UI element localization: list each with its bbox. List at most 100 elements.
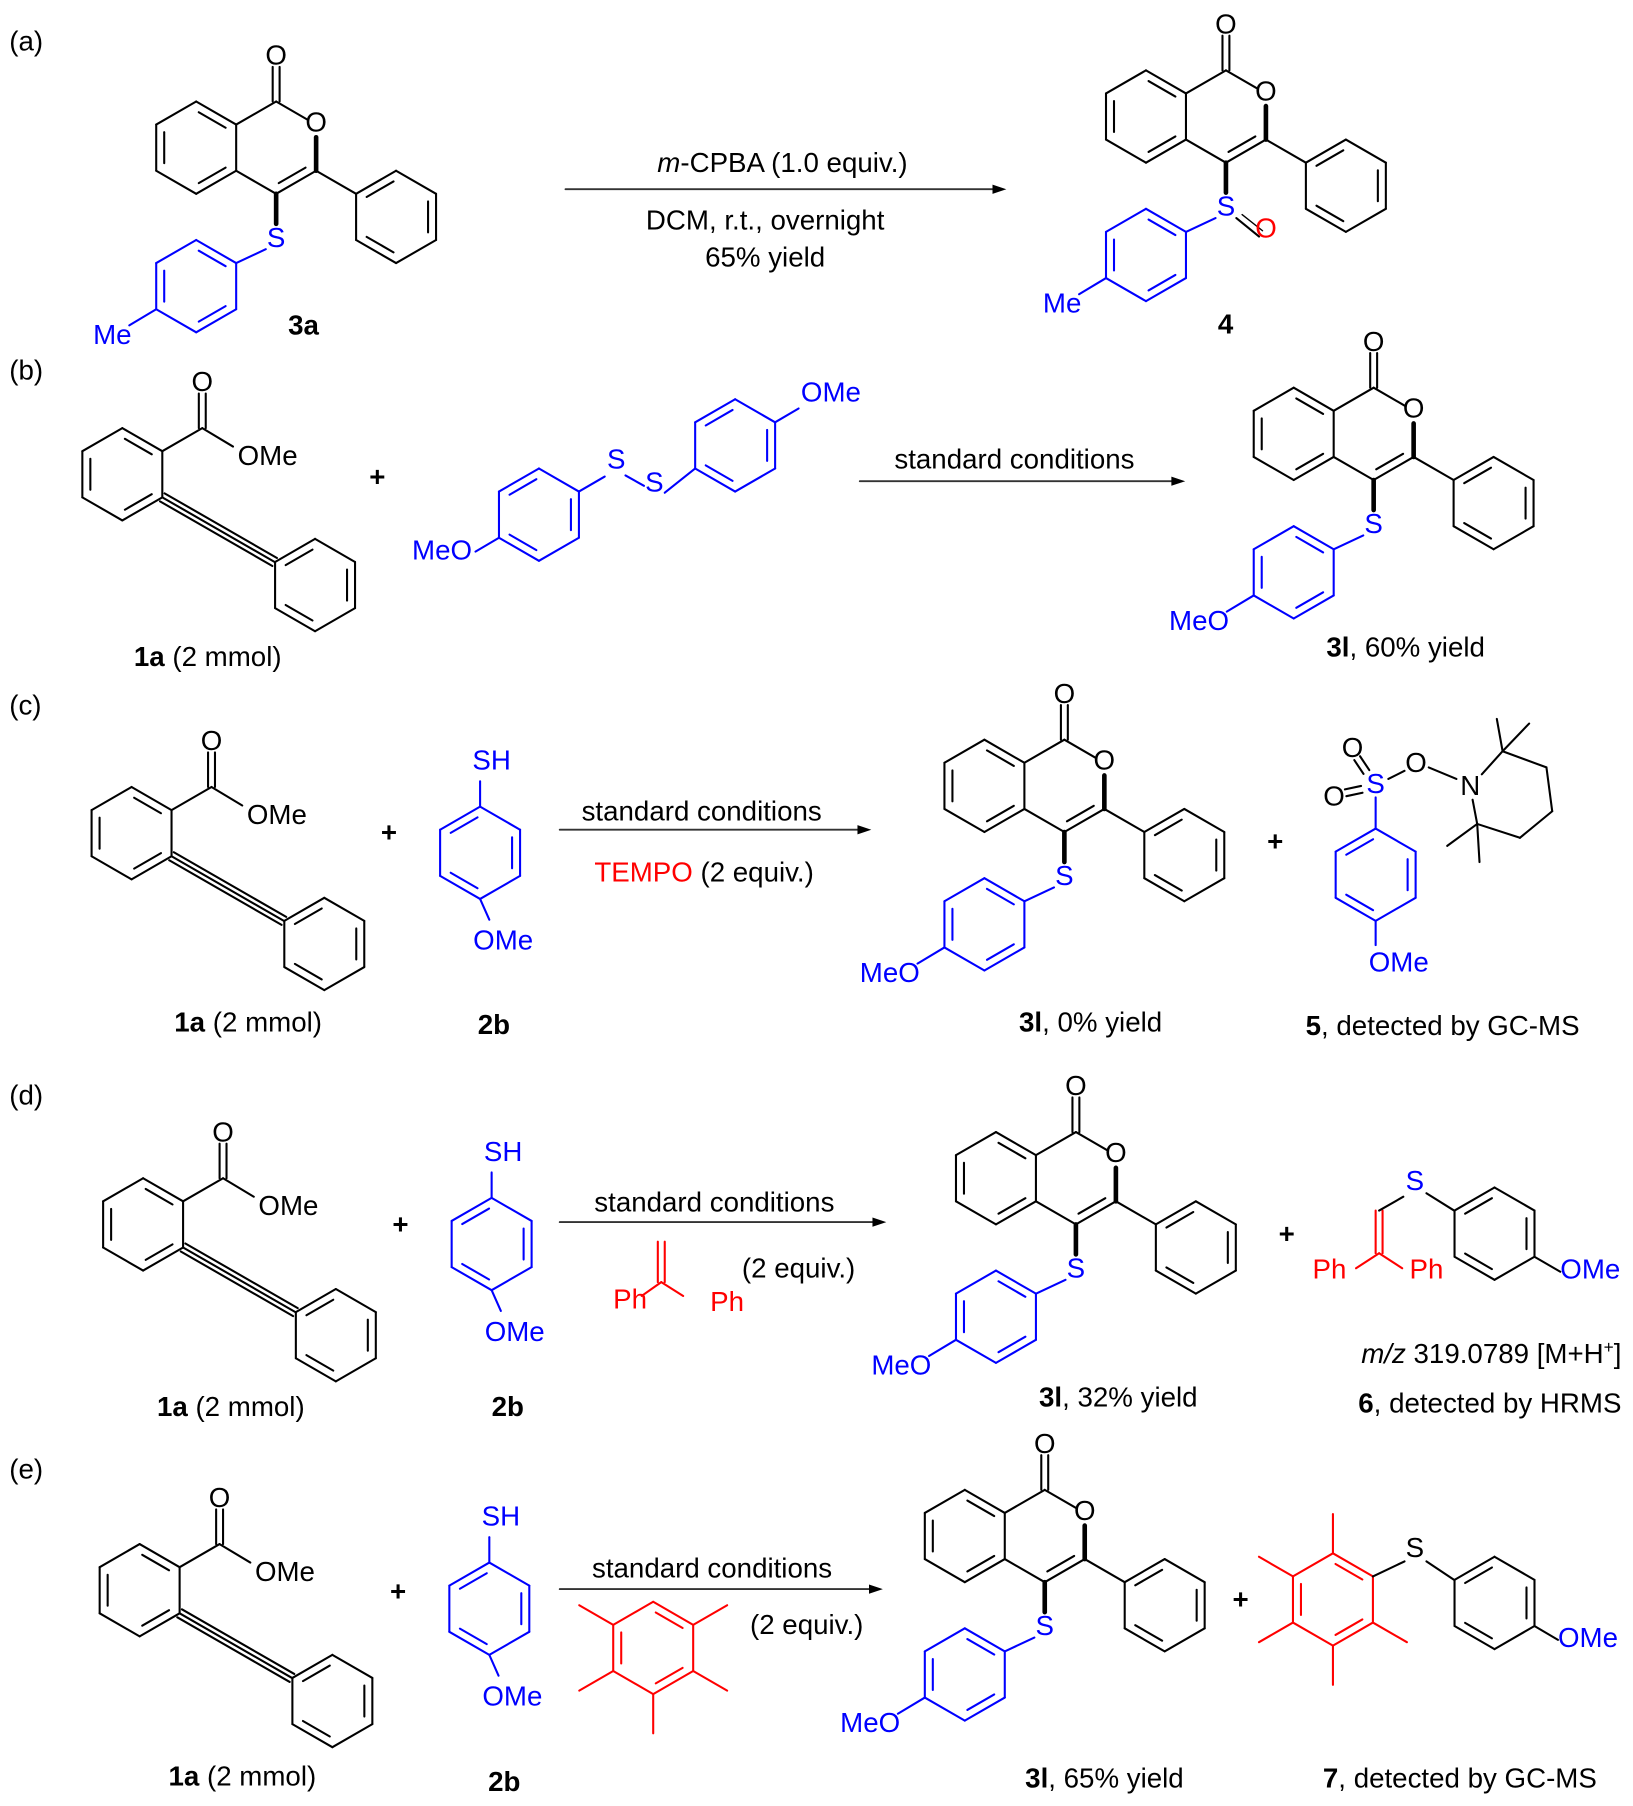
bond: [1371, 1560, 1406, 1578]
ring-bond: [994, 1200, 1037, 1226]
ring-bond: [439, 805, 482, 831]
thiol-sh: SH: [472, 745, 510, 776]
ring-bond: [1252, 594, 1295, 620]
plus-sign: +: [390, 1576, 406, 1607]
conditions-text: standard conditions: [894, 443, 1134, 474]
bond: [774, 407, 800, 424]
ring-bond: [331, 1653, 374, 1679]
ring-bond: [448, 1561, 491, 1587]
inner-double-bond: [997, 1280, 1027, 1298]
ring-bond: [488, 1561, 531, 1587]
alkyne-bond: [170, 855, 285, 922]
ring-bond: [395, 238, 438, 265]
sulfur-part: S: [1067, 1252, 1085, 1283]
ring-bond: [138, 1612, 181, 1638]
ring-bond: [195, 169, 238, 195]
inner-double-bond: [1334, 1562, 1364, 1581]
compound-label-3l-part: 3l: [1025, 1763, 1048, 1794]
ring-bond: [1292, 455, 1335, 482]
compound-label-3l-part: 3l: [1019, 1007, 1042, 1038]
methoxy-part: OMe: [482, 1681, 542, 1712]
methoxy-part: OMe: [238, 440, 298, 471]
reagent-text: m-CPBA (1.0 equiv.): [657, 147, 907, 178]
thiol-sh: SH: [482, 1501, 520, 1532]
ring-bond: [291, 1723, 334, 1749]
inner-double-bond: [141, 1609, 171, 1627]
sulfur: S: [607, 443, 625, 474]
inner-double-bond: [144, 1243, 174, 1261]
ring-oxygen-part: O: [1094, 745, 1116, 776]
compound-label-3l-part: , 32% yield: [1062, 1382, 1197, 1413]
compound-label-6-part: , detected by HRMS: [1374, 1388, 1622, 1419]
inner-double-bond: [997, 1197, 1027, 1215]
carbonyl-oxygen: O: [265, 40, 287, 71]
ring-bond: [943, 807, 986, 834]
compound-label-1a-part: (2 mmol): [205, 1007, 322, 1038]
ring-bond: [155, 308, 198, 334]
methoxy: OMe: [1560, 1254, 1620, 1285]
sulfur: S: [1406, 1532, 1424, 1563]
ring-bond: [994, 1269, 1037, 1295]
carbonyl-oxygen-part: O: [1034, 1428, 1056, 1459]
inner-double-bond: [1165, 1210, 1195, 1229]
bond: [1480, 750, 1504, 776]
sulfonyl-oxygen-part: O: [1342, 732, 1364, 763]
sulfur-part: S: [1036, 1610, 1054, 1641]
bond: [1224, 138, 1267, 164]
ring-bond: [1452, 525, 1495, 551]
ring-bond: [1143, 807, 1186, 834]
inner-double-bond: [966, 1499, 996, 1518]
inner-double-bond: [966, 1554, 996, 1573]
bond: [916, 946, 946, 965]
compound-label-7: 7, detected by GC-MS: [1323, 1763, 1597, 1794]
bond: [1533, 1624, 1560, 1641]
bond: [1501, 750, 1548, 769]
ring-bond: [923, 1627, 966, 1653]
ring-bond: [923, 1488, 966, 1514]
panel-label: (b): [9, 355, 43, 386]
compound-label-1a-part: (2 mmol): [188, 1391, 305, 1422]
bond: [1372, 386, 1407, 408]
plus-sign: +: [381, 816, 397, 847]
ring-bond: [450, 1196, 493, 1222]
ring-bond: [331, 1723, 374, 1749]
compound-label-1a-part: (2 mmol): [199, 1760, 316, 1791]
inner-double-bond: [1345, 838, 1375, 856]
inner-double-bond: [144, 1187, 174, 1206]
panel-label: (a): [9, 26, 43, 57]
arrow-head: [872, 1217, 887, 1227]
ring-bond: [81, 496, 124, 522]
inner-double-bond: [365, 235, 395, 254]
ring-bond: [994, 1131, 1037, 1157]
bond: [1354, 1252, 1381, 1270]
ring-bond: [923, 1696, 966, 1722]
inner-double-bond: [301, 1664, 331, 1683]
ring-bond: [195, 238, 238, 265]
para-substituent-part: MeO: [840, 1707, 900, 1738]
compound-label-1a: 1a (2 mmol): [157, 1391, 305, 1422]
ring-bond: [1493, 1255, 1536, 1281]
sulfur: S: [1055, 860, 1073, 891]
para-substituent: MeO: [1169, 605, 1229, 636]
methoxy: MeO: [412, 535, 472, 566]
bond: [201, 427, 235, 448]
bond: [640, 1281, 663, 1297]
carbonyl-oxygen-part: O: [201, 725, 223, 756]
methoxy: OMe: [1558, 1622, 1618, 1653]
bond: [1083, 1558, 1126, 1584]
carbonyl-oxygen: O: [192, 366, 214, 397]
ring-bond: [283, 896, 326, 922]
ring-bond: [983, 738, 1026, 764]
compound-label-1a-part: (2 mmol): [165, 641, 282, 672]
phenyl-label-part: Ph: [613, 1284, 647, 1315]
additive-text: TEMPO (2 equiv.): [594, 857, 814, 888]
bond: [1003, 1558, 1046, 1584]
bond: [1003, 1636, 1036, 1653]
ring-bond: [1154, 1200, 1197, 1226]
inner-double-bond: [508, 478, 538, 496]
ring-bond: [490, 1266, 533, 1292]
methoxy-part: OMe: [485, 1316, 545, 1347]
methyl: [1257, 1555, 1295, 1578]
inner-double-bond: [985, 943, 1015, 961]
ring-oxygen-part: O: [1403, 393, 1425, 424]
